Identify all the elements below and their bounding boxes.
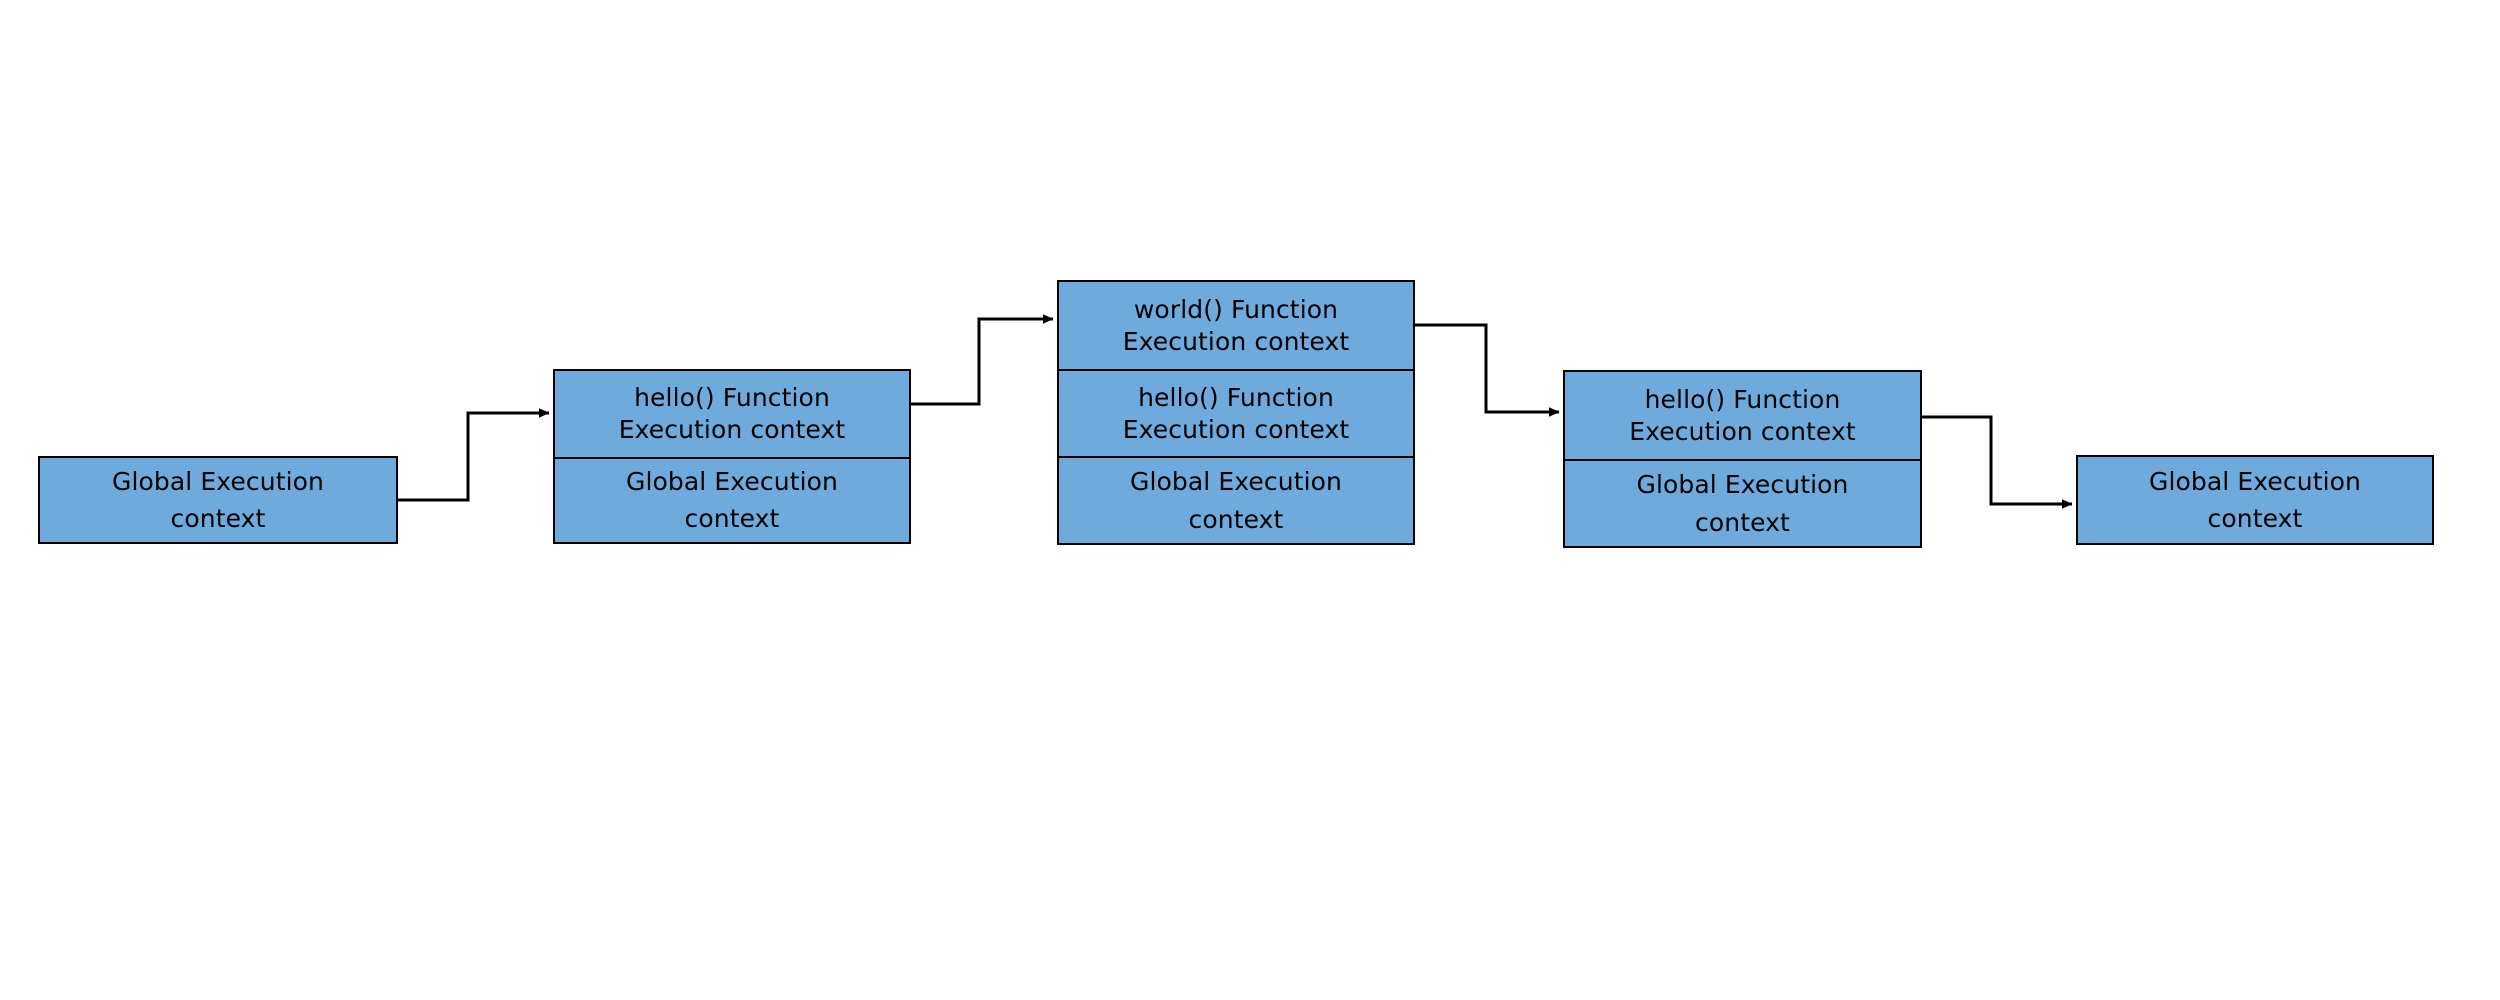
global-execution-context-cell: Global Execution context [1059,456,1413,543]
cell-text-line: Execution context [1122,326,1350,356]
cell-text-line: context [170,504,266,533]
call-stack-step-1[interactable]: Global Execution context [38,456,398,544]
cell-text-line: world() Function [1133,295,1339,324]
cell-text-line: hello() Function [1644,385,1841,414]
connector-step1-to-step2 [398,408,550,502]
connector-step3-to-step4 [1415,323,1560,417]
cell-text-line: hello() Function [634,383,830,413]
cell-text-line: Global Execution [112,466,324,496]
connector-step4-to-step5 [1922,415,2073,509]
cell-text-line: context [684,504,780,534]
cell-text-line: Global Execution [2149,466,2361,496]
cell-text-line: Execution context [1122,414,1350,444]
call-stack-step-5[interactable]: Global Execution context [2076,455,2434,545]
cell-text-line: context [1695,507,1790,537]
cell-text-line: Execution context [618,414,846,444]
global-execution-context-cell: Global Execution context [1565,459,1920,546]
connector-step2-to-step3 [911,314,1054,406]
cell-text-line: Global Execution [1636,470,1849,499]
global-execution-context-cell: Global Execution context [2078,457,2432,543]
cell-text-line: Global Execution [1130,467,1342,496]
global-execution-context-cell: Global Execution context [555,456,909,542]
cell-text-line: Execution context [1629,416,1856,446]
global-execution-context-cell: Global Execution context [40,458,396,542]
cell-text-line: context [2207,504,2303,533]
cell-text-line: hello() Function [1138,383,1334,412]
cell-text-line: Global Execution [626,466,838,496]
cell-text-line: context [1188,504,1284,534]
